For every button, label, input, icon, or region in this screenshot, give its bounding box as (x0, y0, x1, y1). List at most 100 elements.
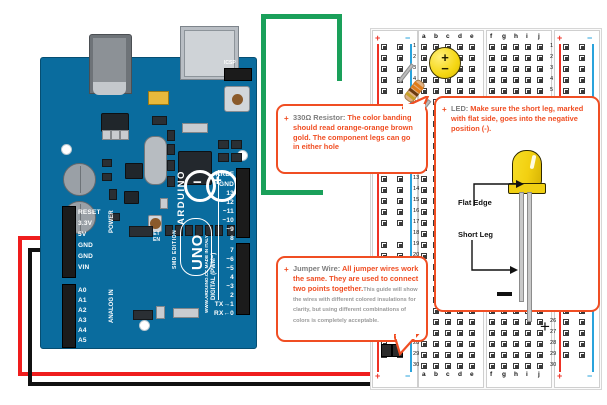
rail-hole-left-pos-2[interactable] (381, 66, 387, 72)
breadboard-hole-h30[interactable] (513, 363, 519, 369)
breadboard-hole-h28[interactable] (513, 341, 519, 347)
breadboard-hole-h29[interactable] (513, 352, 519, 358)
breadboard-hole-c5[interactable] (445, 88, 451, 94)
breadboard-hole-i4[interactable] (525, 77, 531, 83)
breadboard-hole-e4[interactable] (469, 77, 475, 83)
rail-hole-right-pos-3[interactable] (563, 77, 569, 83)
rail-hole-right-pos-1[interactable] (563, 55, 569, 61)
rail-hole-left-neg-0[interactable] (397, 44, 403, 50)
analog-header[interactable] (62, 284, 76, 348)
breadboard-hole-c30[interactable] (445, 363, 451, 369)
breadboard-hole-f3[interactable] (489, 66, 495, 72)
rail-hole-right-neg-1[interactable] (579, 55, 585, 61)
breadboard-hole-f5[interactable] (489, 88, 495, 94)
breadboard-hole-h27[interactable] (513, 330, 519, 336)
breadboard-hole-d27[interactable] (457, 330, 463, 336)
breadboard-hole-h3[interactable] (513, 66, 519, 72)
rail-hole-right-neg-4[interactable] (579, 88, 585, 94)
rail-hole-left-pos-14[interactable] (381, 198, 387, 204)
rail-hole-left-neg-15[interactable] (397, 209, 403, 215)
breadboard-hole-b29[interactable] (433, 352, 439, 358)
breadboard-hole-h2[interactable] (513, 55, 519, 61)
breadboard-hole-e26[interactable] (469, 319, 475, 325)
rail-hole-right-neg-0[interactable] (579, 44, 585, 50)
rail-hole-left-pos-12[interactable] (381, 176, 387, 182)
rail-hole-right-pos-26[interactable] (563, 330, 569, 336)
rail-hole-left-pos-4[interactable] (381, 88, 387, 94)
breadboard-hole-e27[interactable] (469, 330, 475, 336)
breadboard-hole-a5[interactable] (421, 88, 427, 94)
rail-hole-left-neg-18[interactable] (397, 242, 403, 248)
breadboard-hole-c28[interactable] (445, 341, 451, 347)
breadboard-hole-j2[interactable] (537, 55, 543, 61)
breadboard-hole-d26[interactable] (457, 319, 463, 325)
breadboard-hole-h26[interactable] (513, 319, 519, 325)
breadboard-hole-g30[interactable] (501, 363, 507, 369)
breadboard-hole-b4[interactable] (433, 77, 439, 83)
breadboard-hole-j5[interactable] (537, 88, 543, 94)
breadboard-hole-b26[interactable] (433, 319, 439, 325)
breadboard-hole-e1[interactable] (469, 44, 475, 50)
rail-hole-right-neg-3[interactable] (579, 77, 585, 83)
breadboard-hole-a13[interactable] (421, 176, 427, 182)
breadboard-hole-b30[interactable] (433, 363, 439, 369)
breadboard-hole-j30[interactable] (537, 363, 543, 369)
breadboard-hole-e5[interactable] (469, 88, 475, 94)
rail-hole-right-neg-2[interactable] (579, 66, 585, 72)
breadboard-hole-g26[interactable] (501, 319, 507, 325)
digital-header-top[interactable] (236, 168, 250, 238)
rail-hole-left-pos-18[interactable] (381, 242, 387, 248)
breadboard-hole-i29[interactable] (525, 352, 531, 358)
breadboard-hole-i28[interactable] (525, 341, 531, 347)
rail-hole-right-neg-28[interactable] (579, 352, 585, 358)
breadboard-hole-i30[interactable] (525, 363, 531, 369)
breadboard-hole-d29[interactable] (457, 352, 463, 358)
breadboard-hole-i5[interactable] (525, 88, 531, 94)
breadboard-hole-f27[interactable] (489, 330, 495, 336)
breadboard-hole-j29[interactable] (537, 352, 543, 358)
breadboard-hole-g5[interactable] (501, 88, 507, 94)
breadboard-hole-e29[interactable] (469, 352, 475, 358)
rail-hole-left-pos-3[interactable] (381, 77, 387, 83)
rail-hole-right-pos-25[interactable] (563, 319, 569, 325)
breadboard-hole-b27[interactable] (433, 330, 439, 336)
breadboard-hole-a18[interactable] (421, 231, 427, 237)
breadboard-hole-d28[interactable] (457, 341, 463, 347)
breadboard-hole-h1[interactable] (513, 44, 519, 50)
rail-hole-left-pos-0[interactable] (381, 44, 387, 50)
rail-hole-right-neg-26[interactable] (579, 330, 585, 336)
breadboard-hole-j26[interactable] (537, 319, 543, 325)
breadboard-hole-e2[interactable] (469, 55, 475, 61)
breadboard-hole-g4[interactable] (501, 77, 507, 83)
breadboard-hole-j28[interactable] (537, 341, 543, 347)
breadboard-hole-i27[interactable] (525, 330, 531, 336)
power-header[interactable] (62, 206, 76, 278)
breadboard-hole-f26[interactable] (489, 319, 495, 325)
digital-header-bottom[interactable] (236, 243, 250, 315)
breadboard-hole-a14[interactable] (421, 187, 427, 193)
rail-hole-left-pos-13[interactable] (381, 187, 387, 193)
breadboard-hole-d5[interactable] (457, 88, 463, 94)
breadboard-hole-g1[interactable] (501, 44, 507, 50)
breadboard-hole-i3[interactable] (525, 66, 531, 72)
rail-hole-right-pos-4[interactable] (563, 88, 569, 94)
breadboard-hole-i1[interactable] (525, 44, 531, 50)
rail-hole-left-neg-13[interactable] (397, 187, 403, 193)
breadboard-hole-g3[interactable] (501, 66, 507, 72)
breadboard-hole-j1[interactable] (537, 44, 543, 50)
breadboard-hole-f28[interactable] (489, 341, 495, 347)
breadboard-hole-d4[interactable] (457, 77, 463, 83)
breadboard-hole-f4[interactable] (489, 77, 495, 83)
rail-hole-left-pos-15[interactable] (381, 209, 387, 215)
breadboard-hole-a19[interactable] (421, 242, 427, 248)
breadboard-hole-a15[interactable] (421, 198, 427, 204)
rail-hole-right-pos-2[interactable] (563, 66, 569, 72)
breadboard-hole-a16[interactable] (421, 209, 427, 215)
breadboard-hole-c26[interactable] (445, 319, 451, 325)
breadboard-hole-f1[interactable] (489, 44, 495, 50)
breadboard-hole-c29[interactable] (445, 352, 451, 358)
rail-hole-right-pos-27[interactable] (563, 341, 569, 347)
rail-hole-left-neg-2[interactable] (397, 66, 403, 72)
rail-hole-left-neg-4[interactable] (397, 88, 403, 94)
breadboard-hole-c27[interactable] (445, 330, 451, 336)
